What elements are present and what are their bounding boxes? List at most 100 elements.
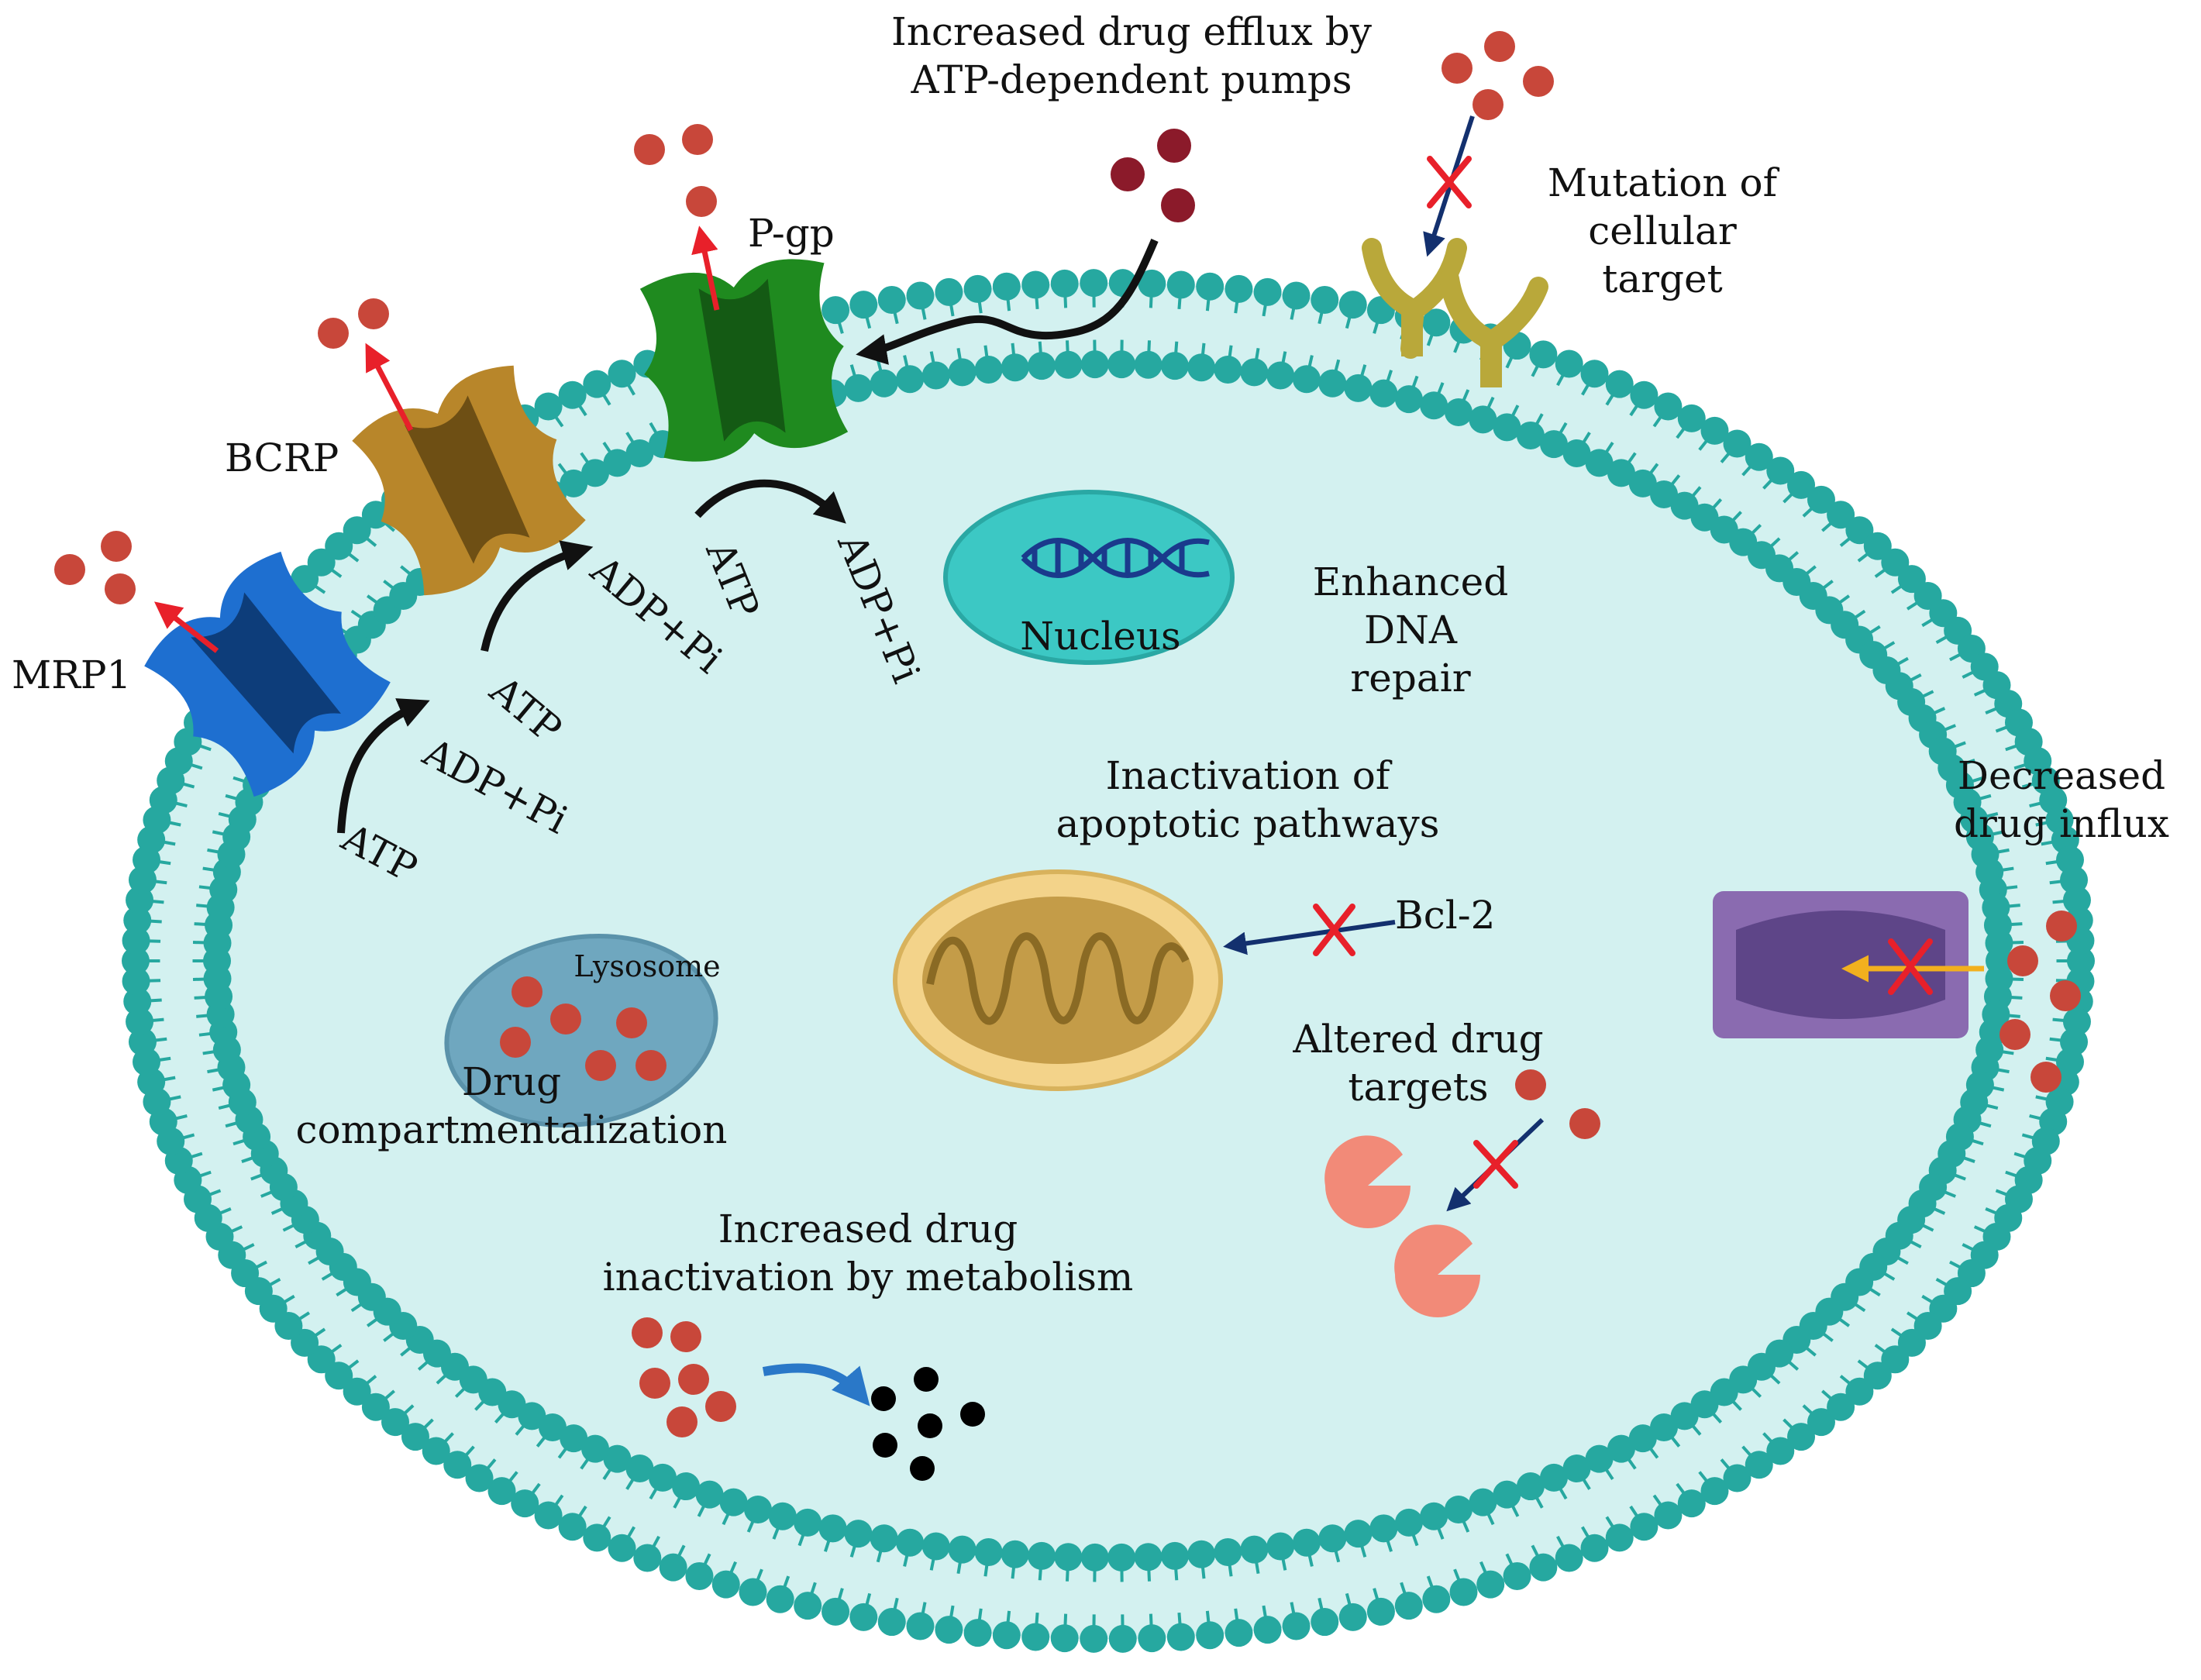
drug-molecule bbox=[500, 1027, 531, 1058]
drug-molecule bbox=[1157, 129, 1191, 163]
lipid-head bbox=[2062, 886, 2091, 914]
mrp1-transporter bbox=[144, 551, 391, 797]
lipid-head bbox=[877, 1608, 906, 1637]
lipid-head bbox=[766, 1585, 794, 1613]
lipid-head bbox=[1107, 1543, 1136, 1572]
lipid-head bbox=[948, 1535, 976, 1564]
lipid-head bbox=[1050, 269, 1079, 298]
lipid-head bbox=[1555, 1544, 1583, 1572]
lipid-head bbox=[1670, 1402, 1699, 1430]
lipid-head bbox=[1654, 392, 1683, 421]
lipid-head bbox=[1311, 1608, 1339, 1637]
lipid-head bbox=[711, 1570, 740, 1599]
bcl2-label: Bcl-2 bbox=[1395, 893, 1496, 938]
lipid-head bbox=[935, 1616, 963, 1644]
lipid-head bbox=[1266, 361, 1295, 390]
drug-molecule bbox=[550, 1004, 581, 1035]
efflux-pathway-arrow bbox=[856, 239, 1159, 365]
mutation-label-line: Mutation of bbox=[1547, 160, 1778, 205]
atp-hydrolysis-arrow bbox=[337, 698, 430, 834]
drug-molecule bbox=[101, 531, 132, 562]
lipid-head bbox=[1080, 1543, 1109, 1572]
bcrp-label: BCRP bbox=[225, 435, 339, 480]
nucleus bbox=[943, 490, 1235, 665]
drug-molecule bbox=[2046, 911, 2077, 942]
lipid-head bbox=[633, 1544, 662, 1572]
lipid-head bbox=[1529, 1553, 1558, 1582]
drug-molecule bbox=[2030, 1062, 2062, 1093]
lipid-head bbox=[1282, 1612, 1311, 1640]
lipid-head bbox=[1187, 1540, 1216, 1568]
lipid-head bbox=[844, 1520, 873, 1548]
drug-molecule bbox=[1484, 31, 1515, 62]
lipid-head bbox=[1338, 1603, 1367, 1631]
compartment-label-line: compartmentalization bbox=[295, 1107, 728, 1152]
block-x-icon bbox=[1888, 938, 1933, 995]
lipid-head bbox=[849, 291, 878, 319]
lipid-head bbox=[1766, 456, 1795, 485]
bcrp-transporter bbox=[352, 365, 586, 596]
mutated-receptor-icons bbox=[1362, 238, 1548, 387]
lipid-head bbox=[1214, 355, 1242, 384]
lipid-head bbox=[1503, 1561, 1531, 1590]
lipid-head bbox=[1422, 308, 1451, 337]
lipid-head bbox=[1021, 1623, 1050, 1651]
lipid-head bbox=[1493, 1480, 1521, 1509]
influx-channel bbox=[1713, 891, 1968, 1038]
atp-hydrolysis-arrow bbox=[480, 540, 594, 652]
drug-molecule bbox=[1523, 66, 1554, 97]
target-icon bbox=[1324, 1135, 1410, 1228]
lipid-head bbox=[1787, 470, 1816, 499]
lipid-head bbox=[1028, 1541, 1056, 1570]
lipid-head bbox=[649, 1463, 677, 1492]
lipid-head bbox=[1253, 1616, 1282, 1644]
bcl2-arrow bbox=[1223, 920, 1396, 955]
influx-label-line: Decreased bbox=[1957, 753, 2166, 798]
lipid-head bbox=[325, 532, 353, 560]
block-x-icon bbox=[1313, 904, 1355, 956]
lipid-head bbox=[1344, 1520, 1373, 1548]
drug-molecule bbox=[1161, 188, 1195, 222]
pgp-transporter bbox=[639, 259, 849, 462]
mitochondrion bbox=[893, 869, 1223, 1091]
lipid-head bbox=[1449, 1578, 1478, 1606]
dna-repair-label-line: DNA bbox=[1364, 608, 1457, 652]
lipid-head bbox=[1160, 352, 1189, 380]
inactive-metabolite bbox=[873, 1433, 897, 1458]
lipid-head bbox=[1493, 413, 1521, 442]
lipid-head bbox=[443, 1451, 472, 1479]
lipid-head bbox=[1394, 1508, 1423, 1537]
block-x-icon bbox=[1473, 1140, 1518, 1189]
efflux-arrow bbox=[691, 225, 720, 311]
drug-molecule bbox=[1472, 89, 1504, 120]
lipid-head bbox=[1366, 1597, 1395, 1626]
lipid-head bbox=[422, 1437, 450, 1465]
lipid-head bbox=[1001, 353, 1029, 382]
lipid-head bbox=[1318, 369, 1347, 398]
lipid-head bbox=[581, 1434, 610, 1463]
lipid-head bbox=[1881, 1345, 1910, 1374]
lipid-head bbox=[1700, 416, 1729, 445]
lipid-head bbox=[1607, 459, 1635, 487]
drug-molecule bbox=[358, 298, 389, 329]
metabolism-label-line: Increased drug bbox=[718, 1207, 1018, 1251]
lipid-head bbox=[1787, 1423, 1816, 1451]
influx-label: Decreased drug influx bbox=[1922, 752, 2201, 848]
lipid-head bbox=[1138, 269, 1166, 298]
lipid-head bbox=[685, 1561, 714, 1590]
drug-molecule bbox=[634, 134, 665, 165]
block-marks bbox=[1313, 156, 1933, 1189]
lipid-head bbox=[625, 439, 654, 467]
lipid-head bbox=[844, 374, 873, 402]
lipid-head bbox=[1766, 1437, 1795, 1465]
lipid-head bbox=[122, 926, 150, 955]
drug-molecule bbox=[512, 976, 542, 1007]
lipid-head bbox=[870, 369, 898, 398]
block-x-icon bbox=[1427, 156, 1472, 208]
lipid-head bbox=[1021, 270, 1050, 299]
lipid-head bbox=[1160, 1541, 1189, 1570]
lipid-head bbox=[1562, 439, 1591, 467]
lipid-head bbox=[1108, 1624, 1137, 1653]
inactive-metabolite bbox=[918, 1413, 942, 1438]
